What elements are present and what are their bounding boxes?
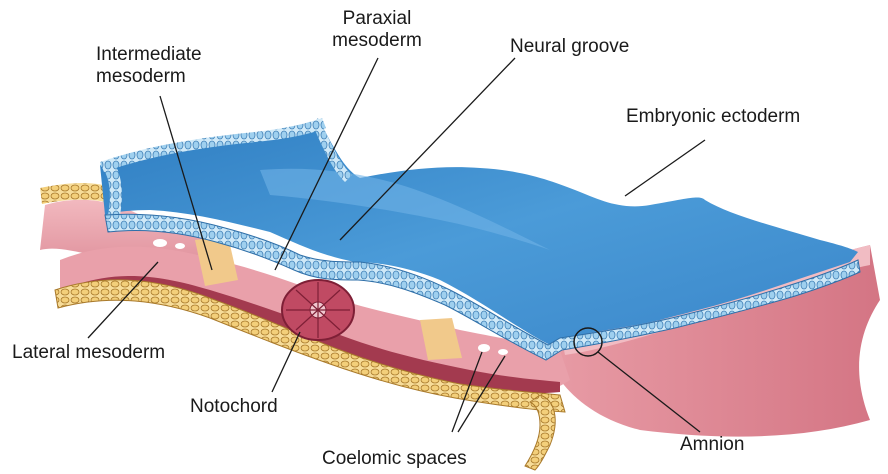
- leader-ectoderm: [625, 140, 705, 196]
- label-paraxial-line2: mesoderm: [312, 30, 442, 52]
- label-coelomic-spaces: Coelomic spaces: [322, 448, 467, 470]
- coelomic-space-left-2: [175, 243, 185, 249]
- label-lateral-mesoderm: Lateral mesoderm: [12, 342, 165, 364]
- label-intermediate-line1: Intermediate: [96, 44, 202, 66]
- coelomic-space-right-1: [478, 344, 490, 352]
- label-paraxial-line1: Paraxial: [312, 8, 442, 30]
- coelomic-space-right-2: [498, 349, 508, 355]
- label-intermediate-line2: mesoderm: [96, 66, 202, 88]
- label-intermediate-mesoderm: Intermediate mesoderm: [96, 44, 202, 88]
- label-amnion: Amnion: [680, 434, 744, 456]
- label-notochord: Notochord: [190, 396, 278, 418]
- notochord-shape: [282, 280, 354, 340]
- label-neural-groove: Neural groove: [510, 36, 629, 58]
- label-embryonic-ectoderm: Embryonic ectoderm: [626, 106, 800, 128]
- coelomic-space-left-1: [153, 239, 167, 247]
- label-paraxial-mesoderm: Paraxial mesoderm: [312, 8, 442, 52]
